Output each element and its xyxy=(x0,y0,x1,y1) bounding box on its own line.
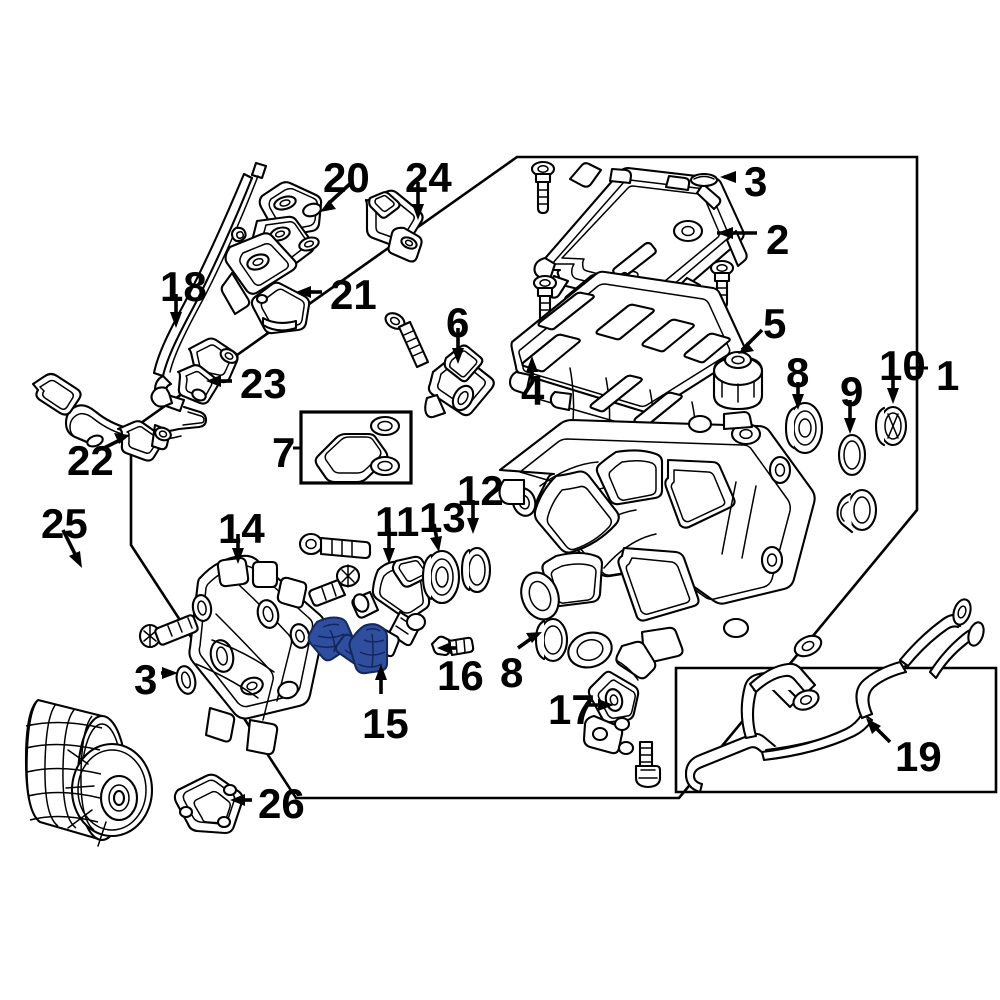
bolt-under-17 xyxy=(634,740,662,789)
callout-number-2[interactable]: 2 xyxy=(766,216,790,263)
bolt-upper-mid xyxy=(298,532,372,560)
bolt-near-14 xyxy=(138,614,199,649)
callout-number-24[interactable]: 24 xyxy=(405,154,452,201)
part-21-shield-cover xyxy=(250,281,311,335)
callout-number-21[interactable]: 21 xyxy=(330,271,377,318)
callout-number-19[interactable]: 19 xyxy=(895,733,942,780)
part-26-end-cover xyxy=(173,773,244,835)
bolt-lower-mid xyxy=(308,564,361,607)
callout-number-18[interactable]: 18 xyxy=(160,263,207,310)
callout-number-9[interactable]: 9 xyxy=(840,368,864,415)
part-20-control-module-bracket xyxy=(220,181,323,316)
seal-cap-lower-right xyxy=(836,488,878,534)
bolt-mid-left xyxy=(532,274,558,325)
part-18-wiring-harness xyxy=(31,161,268,448)
callout-number-7[interactable]: 7 xyxy=(272,429,296,476)
callout-number-23[interactable]: 23 xyxy=(240,360,287,407)
callout-number-4[interactable]: 4 xyxy=(521,367,545,414)
part-5-mount-bushing xyxy=(712,350,764,411)
callout-number-15[interactable]: 15 xyxy=(362,700,409,747)
callout-leaders xyxy=(61,171,928,806)
part-3-seal-top xyxy=(689,172,719,188)
part-12-seal-ring-outer xyxy=(460,546,492,594)
callout-number-20[interactable]: 20 xyxy=(323,154,370,201)
part-22-cable-clamp xyxy=(116,420,172,462)
part-23-cable-clamp-bracket xyxy=(150,337,239,408)
callout-number-1[interactable]: 1 xyxy=(936,352,960,399)
callout-number-26[interactable]: 26 xyxy=(258,780,305,827)
callout-number-11[interactable]: 11 xyxy=(375,498,420,545)
part-15-highlighted-bracket xyxy=(307,616,389,675)
transaxle-housing xyxy=(498,410,816,669)
part-9-oring-right xyxy=(837,433,867,477)
bolt-upper-left xyxy=(530,160,556,215)
callout-number-3[interactable]: 3 xyxy=(744,158,768,205)
callout-number-17[interactable]: 17 xyxy=(548,686,595,733)
callout-number-12[interactable]: 12 xyxy=(457,467,504,514)
callout-number-3[interactable]: 3 xyxy=(134,656,158,703)
part-8-seal-lower xyxy=(534,617,569,663)
part-24-support-bracket xyxy=(364,189,424,263)
part-7-gasket-kit xyxy=(299,410,413,485)
callout-number-14[interactable]: 14 xyxy=(218,505,265,552)
callout-number-16[interactable]: 16 xyxy=(437,652,484,699)
part-6-sensor-module xyxy=(384,312,495,419)
callout-number-5[interactable]: 5 xyxy=(763,300,787,347)
part-16-hex-bolt xyxy=(430,635,475,657)
callout-number-6[interactable]: 6 xyxy=(446,299,470,346)
callout-number-25[interactable]: 25 xyxy=(41,500,88,547)
callout-number-8[interactable]: 8 xyxy=(500,649,524,696)
callout-number-10[interactable]: 10 xyxy=(879,342,926,389)
part-13-seal-ring xyxy=(421,549,461,605)
part-3-seal-left xyxy=(175,665,197,695)
part-25-stator-rotor xyxy=(24,698,154,847)
part-8-seal-right xyxy=(784,401,824,455)
part-10-seal-cap xyxy=(874,405,908,447)
part-19-battery-cable xyxy=(684,598,985,794)
callout-number-22[interactable]: 22 xyxy=(67,437,114,484)
callout-number-8[interactable]: 8 xyxy=(786,349,810,396)
callout-number-13[interactable]: 13 xyxy=(419,494,466,541)
part-14-motor-housing xyxy=(188,554,326,756)
